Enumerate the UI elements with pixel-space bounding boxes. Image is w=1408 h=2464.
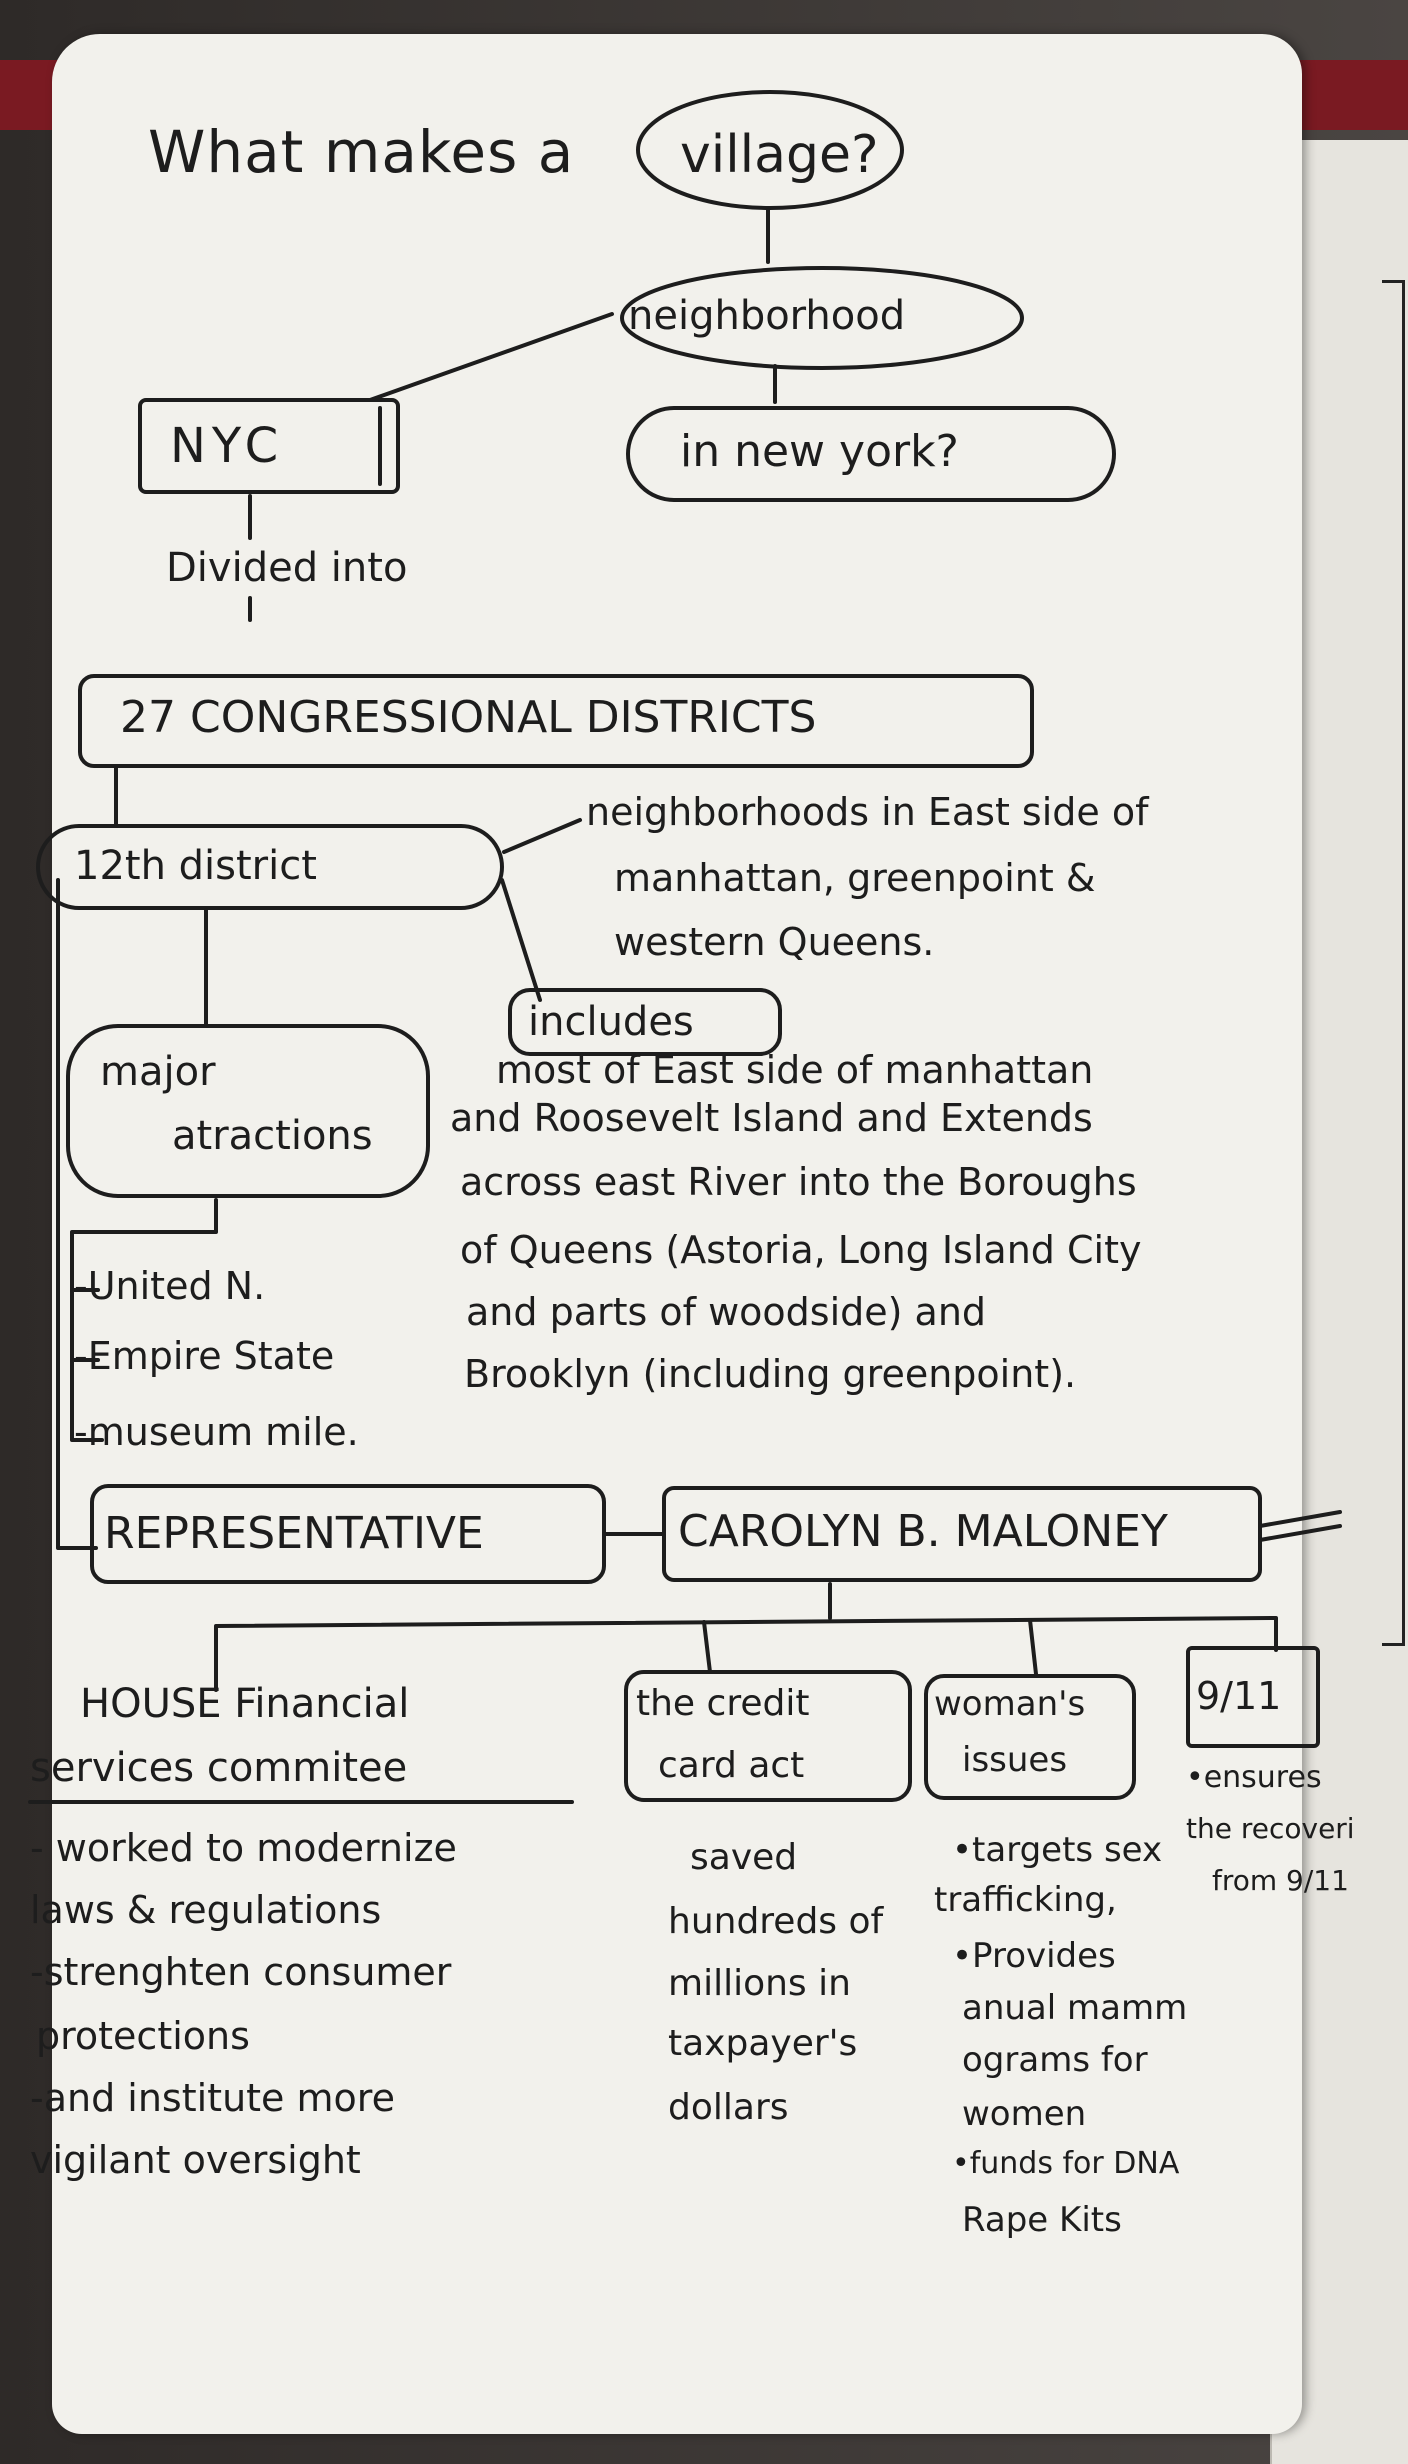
attractions-shape [66, 1024, 430, 1198]
credit-note: dollars [668, 2087, 789, 2128]
attractions-list-bracket [70, 1198, 218, 1442]
link-carolyn-nextpage [1258, 1510, 1342, 1528]
includes-desc-line3: across east River into the Boroughs [460, 1160, 1137, 1204]
neighborhood-ellipse [620, 266, 1024, 370]
credit-note: hundreds of [668, 1901, 884, 1942]
village-ellipse [636, 90, 904, 210]
divided-into-label: Divided into [166, 545, 408, 591]
attraction-item: -museum mile. [74, 1410, 359, 1454]
representative-node: REPRESENTATIVE [104, 1508, 484, 1559]
house-note: -strenghten consumer [30, 1950, 452, 1994]
womans-note: ograms for [962, 2040, 1148, 2080]
village-node: village? [680, 125, 879, 185]
house-note: vigilant oversight [30, 2138, 361, 2182]
notebook-page [52, 34, 1302, 2434]
womans-issues-line2: issues [962, 1740, 1068, 1780]
districts-node: 27 CONGRESSIONAL DISTRICTS [120, 692, 817, 743]
branch-bar [214, 1616, 1278, 1692]
nine-eleven-box [1186, 1646, 1320, 1748]
womans-note: •Provides [952, 1936, 1116, 1976]
link-12th-includes [500, 878, 542, 1002]
house-committee-line1: HOUSE Financial [80, 1681, 410, 1727]
house-note: laws & regulations [30, 1888, 382, 1932]
womans-note: trafficking, [934, 1880, 1117, 1920]
womans-issues-line1: woman's [934, 1684, 1086, 1724]
credit-note: taxpayer's [668, 2023, 858, 2064]
house-note: -and institute more [30, 2076, 395, 2120]
womans-note: anual mamm [962, 1988, 1188, 2028]
next-page-bracket [1382, 280, 1405, 1646]
credit-card-line2: card act [658, 1745, 805, 1786]
major-attractions-line1: major [100, 1049, 216, 1095]
credit-note: millions in [668, 1963, 851, 2004]
nyc-node: NYC [170, 418, 285, 474]
carolyn-node: CAROLYN B. MALONEY [678, 1506, 1168, 1557]
major-attractions-line2: atractions [172, 1113, 373, 1159]
in-new-york-shape [626, 406, 1116, 502]
credit-card-box [624, 1670, 912, 1802]
includes-desc-line6: Brooklyn (including greenpoint). [464, 1352, 1077, 1396]
includes-desc-line1: most of East side of manhattan [496, 1048, 1094, 1092]
house-note: - worked to modernize [30, 1826, 457, 1870]
neighborhood-node: neighborhood [628, 293, 906, 339]
nine-eleven-node: 9/11 [1196, 1674, 1282, 1718]
house-note: protections [36, 2014, 250, 2058]
includes-box [508, 988, 782, 1056]
includes-desc-line4: of Queens (Astoria, Long Island City [460, 1228, 1142, 1272]
credit-note: saved [690, 1837, 798, 1878]
womans-note: •targets sex [952, 1830, 1163, 1870]
womans-note: women [962, 2094, 1087, 2134]
link-neighborhood-nyc [368, 312, 614, 402]
carolyn-box [662, 1486, 1262, 1582]
attraction-item: -United N. [74, 1264, 266, 1308]
in-new-york-node: in new york? [680, 426, 959, 477]
includes-node: includes [528, 999, 694, 1045]
womans-note: •funds for DNA [952, 2146, 1180, 2181]
page-title: What makes a [148, 118, 575, 186]
district12-desc-line3: western Queens. [614, 920, 935, 964]
credit-card-line1: the credit [636, 1683, 810, 1724]
district12-node: 12th district [74, 843, 317, 889]
womans-note: Rape Kits [962, 2200, 1122, 2240]
link-12th-desc [502, 818, 582, 854]
nine-eleven-note: the recoveri [1186, 1812, 1355, 1845]
districts-box [78, 674, 1034, 768]
nine-eleven-note: •ensures [1186, 1760, 1322, 1795]
district12-desc-line2: manhattan, greenpoint & [614, 856, 1096, 900]
womans-issues-box [924, 1674, 1136, 1800]
nine-eleven-note: from 9/11 [1212, 1864, 1349, 1897]
includes-desc-line2: and Roosevelt Island and Extends [450, 1096, 1093, 1140]
house-committee-line2: services commitee [30, 1745, 408, 1791]
district12-desc-line1: neighborhoods in East side of [586, 790, 1149, 834]
district12-shape [36, 824, 504, 910]
link-12th-representative [56, 878, 98, 1550]
attraction-item: -Empire State [74, 1334, 335, 1378]
includes-desc-line5: and parts of woodside) and [466, 1290, 987, 1334]
nyc-box [138, 398, 400, 494]
